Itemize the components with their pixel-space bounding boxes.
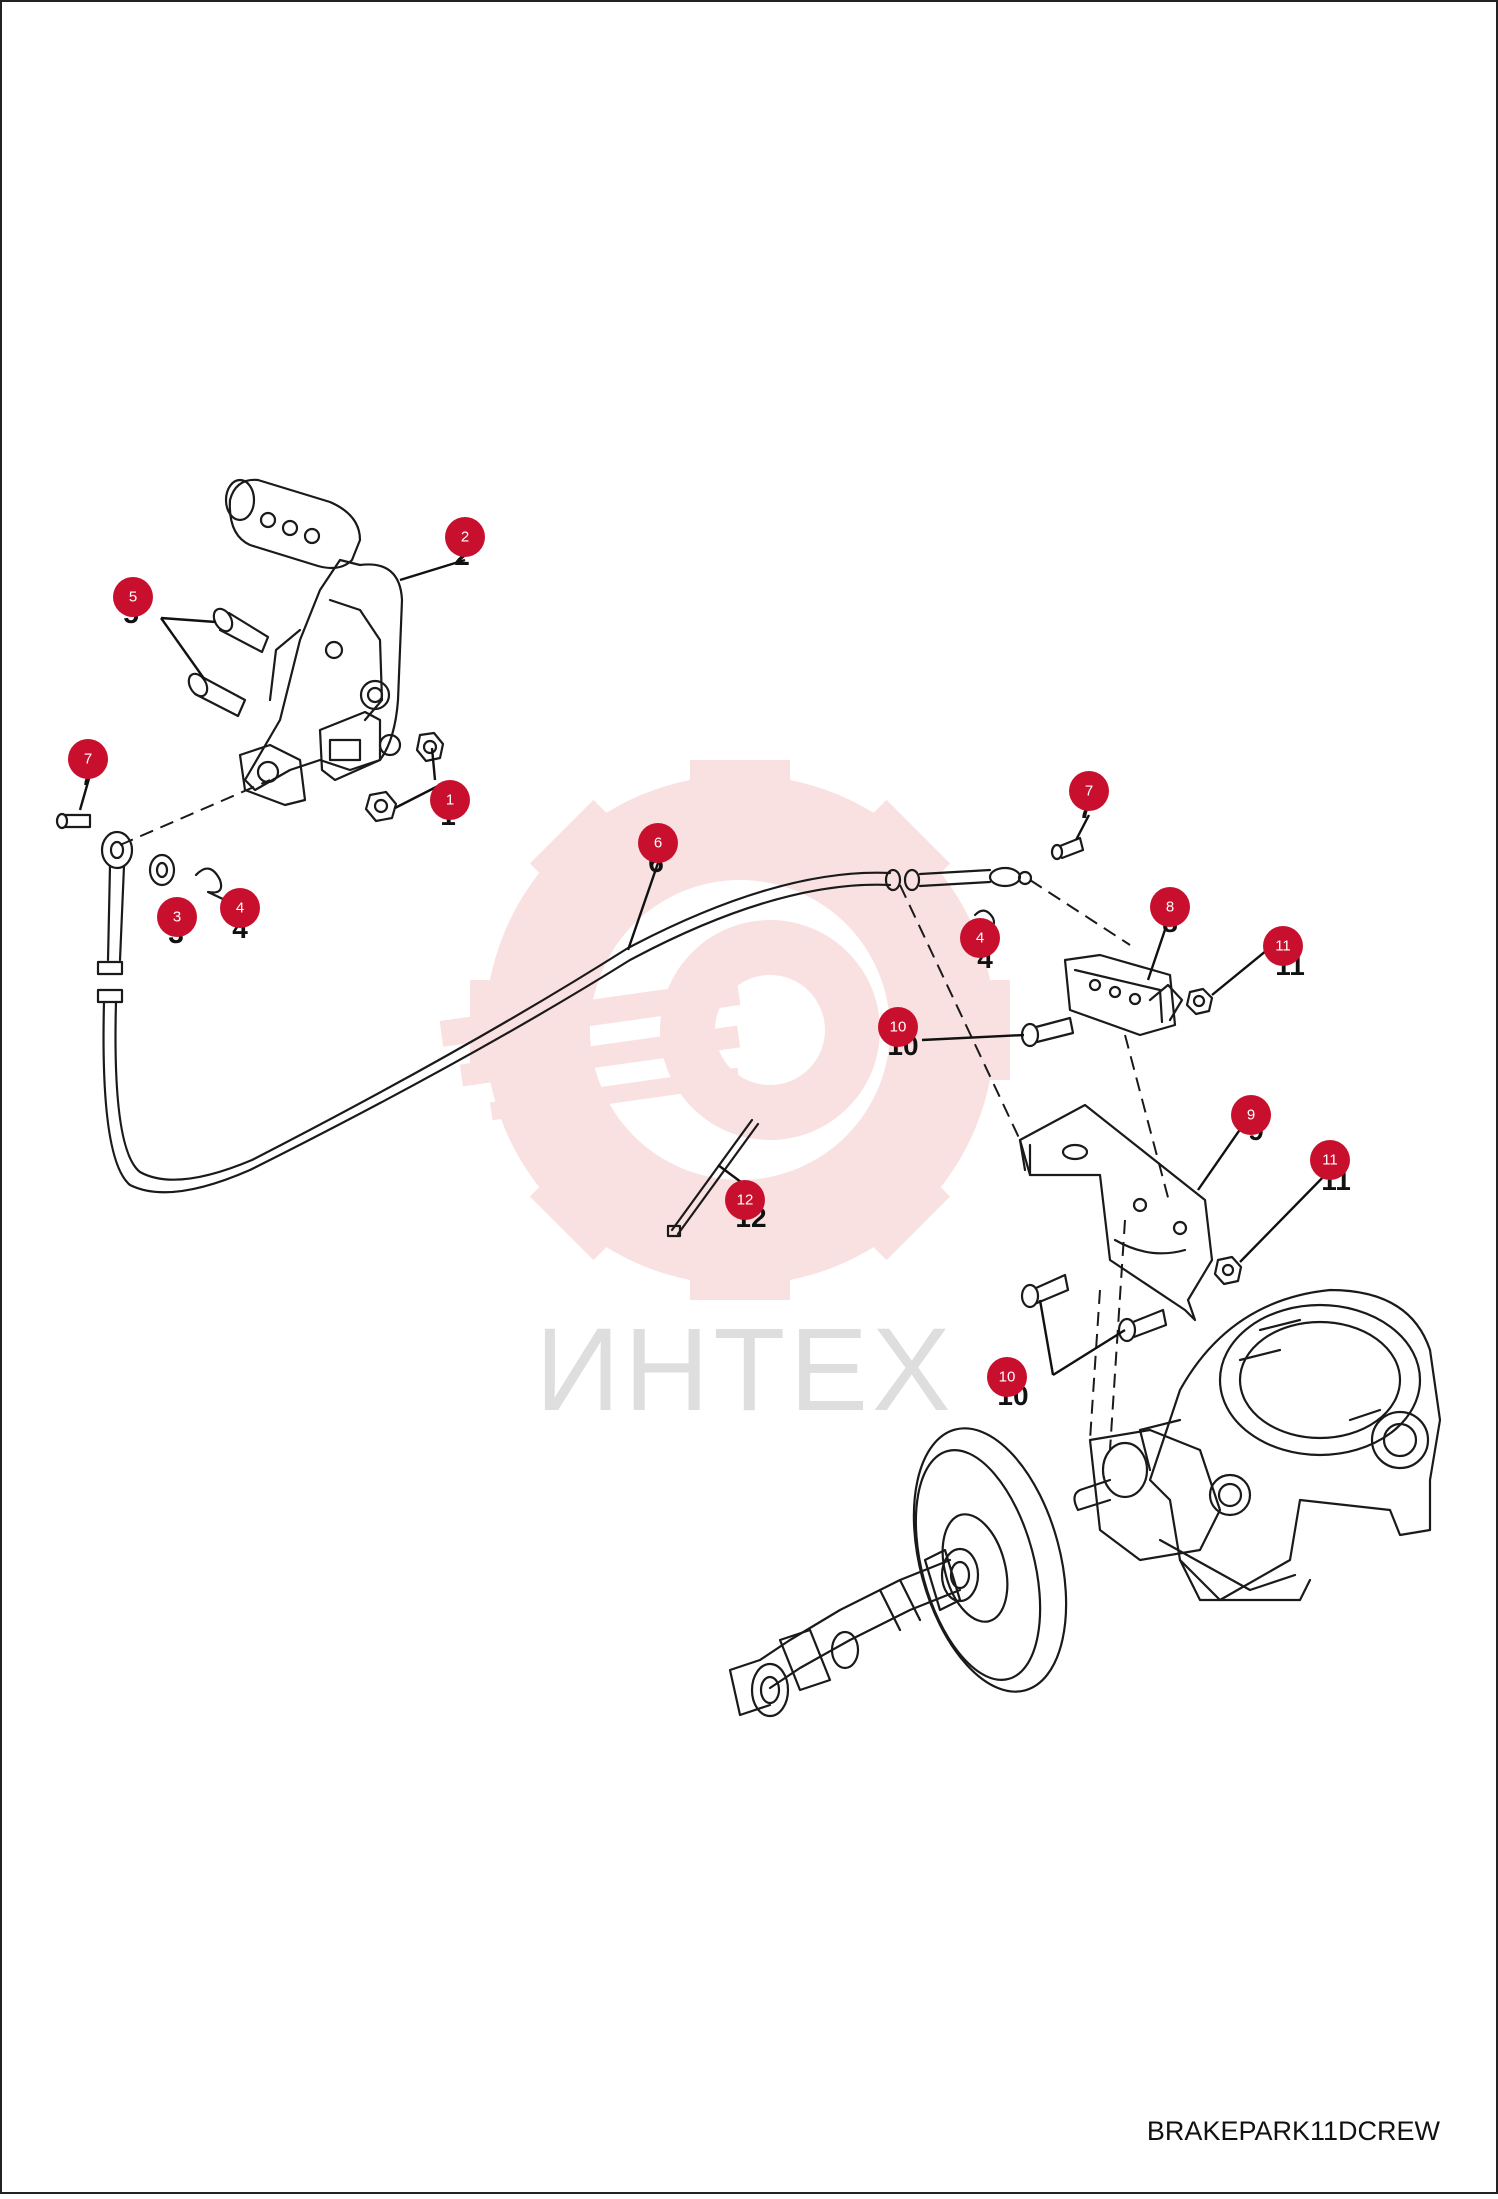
part-10-marker[interactable]: 10: [987, 1357, 1027, 1397]
watermark-gear-logo: [439, 760, 1010, 1300]
part-9-marker[interactable]: 9: [1231, 1095, 1271, 1135]
marker-number: 8: [1166, 899, 1174, 916]
part-10-marker[interactable]: 10: [878, 1007, 918, 1047]
marker-number: 7: [84, 751, 92, 768]
marker-number: 5: [129, 589, 137, 606]
part-5-marker[interactable]: 5: [113, 577, 153, 617]
part-4-marker[interactable]: 4: [220, 888, 260, 928]
part-4-marker[interactable]: 4: [960, 918, 1000, 958]
bracket-nut-drawing: [1213, 1255, 1243, 1286]
marker-circle: [157, 897, 197, 937]
diagram-code-label: BRAKEPARK11DCREW: [1147, 2116, 1441, 2146]
brake-cable-drawing: [96, 830, 1033, 1194]
part-11-marker[interactable]: 11: [1263, 926, 1303, 966]
marker-number: 6: [654, 835, 662, 852]
marker-number: 7: [1085, 783, 1093, 800]
marker-number: 12: [737, 1192, 754, 1209]
marker-circle: [445, 517, 485, 557]
marker-circle: [220, 888, 260, 928]
marker-circle: [878, 1007, 918, 1047]
marker-circle: [430, 780, 470, 820]
marker-circle: [1263, 926, 1303, 966]
clevis-pin-right-drawing: [1050, 836, 1085, 861]
handbrake-lever-drawing: [224, 478, 404, 807]
marker-circle: [113, 577, 153, 617]
caliper-nut-drawing: [1185, 987, 1214, 1016]
marker-number: 11: [1275, 938, 1291, 955]
part-12-marker[interactable]: 12: [725, 1180, 765, 1220]
washer-and-clip-left-drawing: [148, 853, 227, 902]
marker-circle: [1069, 771, 1109, 811]
marker-number: 3: [173, 909, 181, 926]
part-11-marker[interactable]: 11: [1310, 1140, 1350, 1180]
brake-caliper-drawing: [1063, 953, 1184, 1037]
marker-number: 2: [461, 529, 469, 546]
brake-disc-drawing: [912, 1427, 1068, 1693]
mounting-bracket-drawing: [1018, 1103, 1214, 1322]
marker-circle: [987, 1357, 1027, 1397]
marker-circle: [1150, 887, 1190, 927]
marker-number: 10: [890, 1019, 907, 1036]
marker-circle: [1310, 1140, 1350, 1180]
part-7-marker[interactable]: 7: [68, 739, 108, 779]
part-7-marker[interactable]: 7: [1069, 771, 1109, 811]
marker-circle: [638, 823, 678, 863]
caliper-bolt-drawing: [1020, 1016, 1075, 1048]
marker-number: 11: [1322, 1152, 1338, 1169]
clevis-pin-left-drawing: [55, 812, 92, 830]
bracket-bolts-drawing: [1020, 1273, 1168, 1343]
marker-circle: [1231, 1095, 1271, 1135]
marker-number: 10: [999, 1369, 1016, 1386]
cable-tie-drawing: [666, 1118, 760, 1238]
part-2-marker[interactable]: 2: [445, 517, 485, 557]
marker-number: 9: [1247, 1107, 1255, 1124]
marker-circle: [68, 739, 108, 779]
lever-nuts-drawing: [364, 731, 445, 823]
marker-number: 4: [236, 900, 244, 917]
marker-circle: [725, 1180, 765, 1220]
lever-mount-bolts-drawing: [187, 607, 270, 718]
marker-number: 4: [976, 930, 984, 947]
part-1-marker[interactable]: 1: [430, 780, 470, 820]
watermark-text: ИНТЕХ: [535, 1304, 955, 1436]
gearbox-drawing: [1073, 1288, 1442, 1602]
marker-circle: [960, 918, 1000, 958]
part-8-marker[interactable]: 8: [1150, 887, 1190, 927]
driveshaft-drawing: [728, 1547, 980, 1718]
part-6-marker[interactable]: 6: [638, 823, 678, 863]
marker-number: 1: [446, 792, 454, 809]
part-3-marker[interactable]: 3: [157, 897, 197, 937]
